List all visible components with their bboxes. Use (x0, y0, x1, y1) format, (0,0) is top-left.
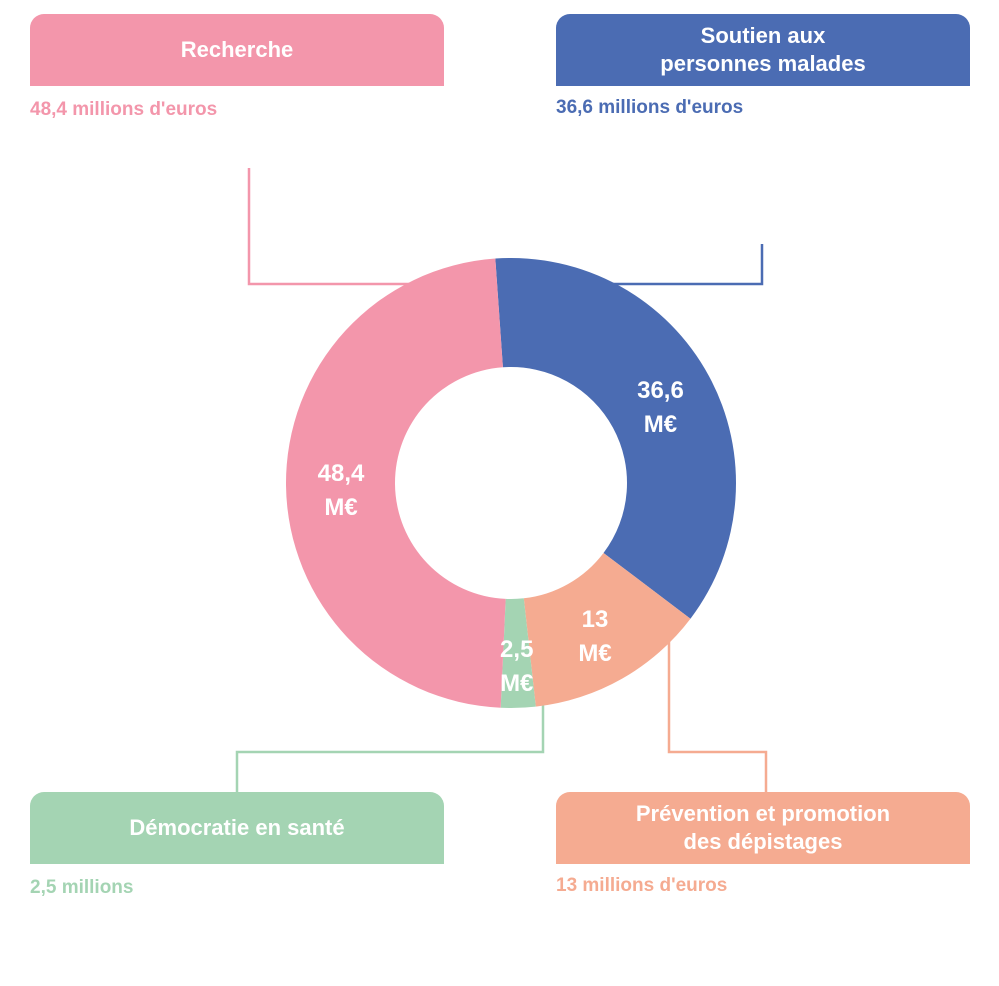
card-recherche: Recherche (30, 14, 444, 86)
amount-democratie: 2,5 millions (30, 877, 134, 898)
amount-recherche: 48,4 millions d'euros (30, 99, 218, 120)
card-soutien: Soutien aux personnes malades (556, 14, 970, 86)
amount-prevention: 13 millions d'euros (556, 875, 728, 896)
card-prevention-title: Prévention et promotion des dépistages (635, 801, 891, 854)
amount-soutien: 36,6 millions d'euros (556, 97, 744, 118)
donut-slices (286, 258, 736, 708)
card-democratie: Démocratie en santé (30, 792, 444, 864)
card-soutien-title: Soutien aux personnes malades (660, 23, 866, 76)
connector-recherche (247, 168, 410, 286)
connector-lines (235, 168, 768, 792)
connector-soutien (600, 244, 764, 286)
slice-prevention (523, 552, 691, 707)
slice-soutien (495, 258, 736, 619)
card-prevention: Prévention et promotion des dépistages (556, 792, 970, 864)
slice-recherche (286, 258, 506, 708)
card-recherche-title: Recherche (180, 37, 294, 62)
connector-democratie (235, 700, 545, 792)
card-democratie-title: Démocratie en santé (129, 815, 345, 840)
slice-democratie (500, 598, 536, 708)
connector-prevention (667, 630, 768, 792)
